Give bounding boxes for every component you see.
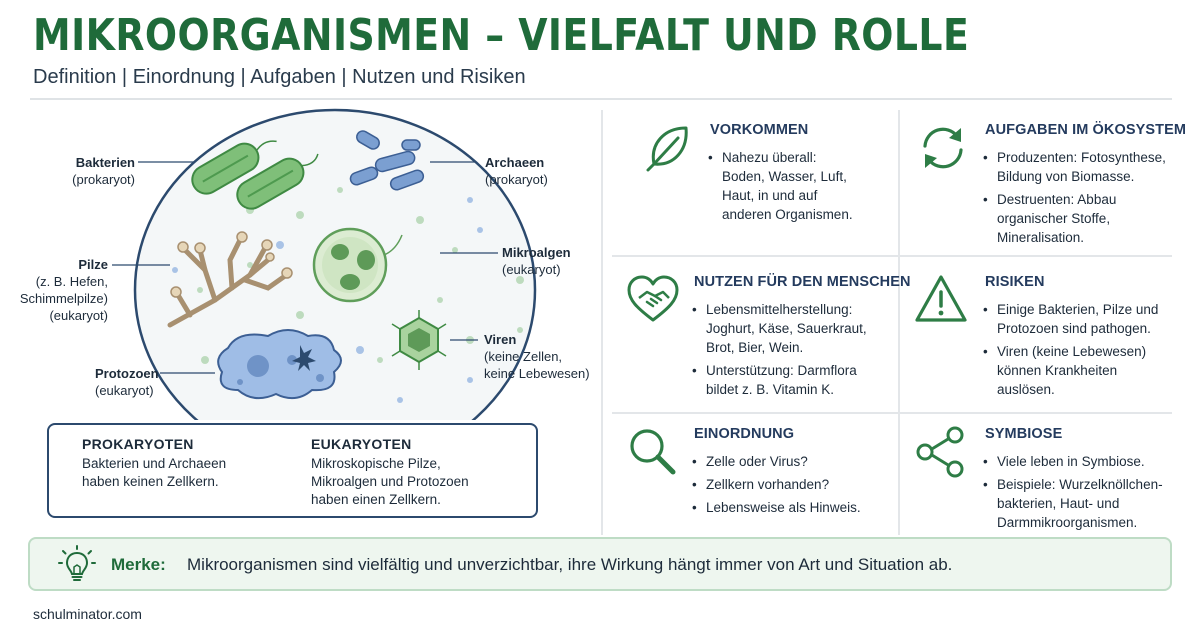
label-pilze: Pilze (z. B. Hefen, Schimmelpilze) (euka… — [0, 256, 108, 324]
lightbulb-icon — [58, 545, 96, 581]
label-protozoen: Protozoen (eukaryot) — [95, 365, 175, 399]
risiken-item: Viren (keine Lebewesen) können Krankheit… — [983, 342, 1163, 399]
card-vorkommen: VORKOMMEN Nahezu überall: Boden, Wasser,… — [640, 120, 895, 250]
aufgaben-list: Produzenten: Fotosynthese, Bildung von B… — [983, 148, 1168, 251]
risiken-list: Einige Bakterien, Pilze und Protozoen si… — [983, 300, 1163, 403]
label-viren-line2: keine Lebewesen) — [484, 366, 590, 381]
label-archaeen-name: Archaeen — [485, 155, 545, 170]
prokaryoten-column: PROKARYOTEN Bakterien und Archaeen haben… — [82, 436, 302, 491]
eukaryoten-line3: haben einen Zellkern. — [311, 492, 441, 507]
aufgaben-item: Destruenten: Abbau organischer Stoffe, M… — [983, 190, 1168, 247]
einordnung-item: Lebensweise als Hinweis. — [692, 498, 892, 517]
label-bakterien-type: (prokaryot) — [72, 172, 135, 187]
magnifier-icon — [630, 429, 676, 475]
cycle-arrows-icon — [923, 127, 963, 169]
label-bakterien: Bakterien (prokaryot) — [40, 154, 135, 188]
symbiose-item: Beispiele: Wurzelknöllchen-bakterien, Ha… — [983, 475, 1168, 532]
microalgae-drawing — [312, 227, 403, 303]
nutzen-title: NUTZEN FÜR DEN MENSCHEN — [694, 274, 911, 290]
column-divider — [601, 110, 603, 535]
label-pilze-line1: (z. B. Hefen, — [35, 274, 108, 289]
warning-triangle-icon — [915, 275, 967, 322]
leaf-icon — [646, 126, 688, 172]
eukaryoten-line1: Mikroskopische Pilze, — [311, 456, 441, 471]
nutzen-item: Unterstützung: Darmflora bildet z. B. Vi… — [692, 361, 892, 399]
symbiose-title: SYMBIOSE — [985, 426, 1063, 442]
label-viren-name: Viren — [484, 332, 517, 347]
fungi-drawing — [167, 237, 288, 328]
einordnung-list: Zelle oder Virus? Zellkern vorhanden? Le… — [692, 452, 892, 521]
label-pilze-type: (eukaryot) — [49, 308, 108, 323]
footer-site: schulminator.com — [33, 606, 142, 622]
label-protozoen-name: Protozoen — [95, 366, 159, 381]
merke-banner: Merke: Mikroorganismen sind vielfältig u… — [28, 537, 1172, 591]
card-risiken: RISIKEN Einige Bakterien, Pilze und Prot… — [913, 272, 1173, 407]
einordnung-title: EINORDNUNG — [694, 426, 795, 442]
card-aufgaben: AUFGABEN IM ÖKOSYSTEM Produzenten: Fotos… — [915, 120, 1186, 251]
vorkommen-item: Nahezu überall: Boden, Wasser, Luft, Hau… — [708, 148, 858, 224]
einordnung-item: Zelle oder Virus? — [692, 452, 892, 471]
protozoa-drawing — [217, 329, 342, 400]
nutzen-list: Lebensmittelherstellung: Joghurt, Käse, … — [692, 300, 892, 403]
prokaryoten-line1: Bakterien und Archaeen — [82, 456, 227, 471]
label-viren: Viren (keine Zellen, keine Lebewesen) — [484, 331, 596, 382]
eukaryoten-title: EUKARYOTEN — [311, 436, 412, 452]
page-title: MIKROORGANISMEN – VIELFALT UND ROLLE — [33, 10, 970, 61]
card-symbiose: SYMBIOSE Viele leben in Symbiose. Beispi… — [913, 424, 1173, 530]
row-divider-1 — [612, 255, 1172, 257]
label-mikroalgen-name: Mikroalgen — [502, 245, 571, 260]
bacteria-drawing — [191, 140, 319, 210]
microorganism-diagram: Bakterien (prokaryot) Archaeen (prokaryo… — [0, 100, 600, 420]
card-einordnung: EINORDNUNG Zelle oder Virus? Zellkern vo… — [625, 424, 895, 524]
risiken-title: RISIKEN — [985, 274, 1045, 290]
eukaryoten-line2: Mikroalgen und Protozoen — [311, 474, 469, 489]
label-pilze-name: Pilze — [78, 257, 108, 272]
header-divider — [30, 98, 1172, 100]
einordnung-item: Zellkern vorhanden? — [692, 475, 892, 494]
label-bakterien-name: Bakterien — [75, 155, 135, 170]
merke-text: Mikroorganismen sind vielfältig und unve… — [187, 555, 953, 574]
label-archaeen: Archaeen (prokaryot) — [485, 154, 595, 188]
heart-handshake-icon — [627, 275, 679, 322]
label-pilze-line2: Schimmelpilze) — [19, 291, 108, 306]
column-divider-2 — [898, 110, 900, 535]
archaea-drawing — [349, 130, 425, 191]
cell-type-comparison-box: PROKARYOTEN Bakterien und Archaeen haben… — [47, 423, 538, 518]
row-divider-2 — [612, 412, 1172, 414]
aufgaben-title: AUFGABEN IM ÖKOSYSTEM — [985, 122, 1187, 138]
share-network-icon — [916, 426, 964, 478]
aufgaben-item: Produzenten: Fotosynthese, Bildung von B… — [983, 148, 1168, 186]
prokaryoten-line2: haben keinen Zellkern. — [82, 474, 219, 489]
label-archaeen-type: (prokaryot) — [485, 172, 548, 187]
vorkommen-list: Nahezu überall: Boden, Wasser, Luft, Hau… — [708, 148, 858, 228]
risiken-item: Einige Bakterien, Pilze und Protozoen si… — [983, 300, 1163, 338]
vorkommen-title: VORKOMMEN — [710, 122, 809, 138]
page-subtitle: Definition | Einordnung | Aufgaben | Nut… — [33, 66, 526, 88]
label-mikroalgen-type: (eukaryot) — [502, 262, 561, 277]
virus-drawing — [391, 310, 447, 370]
symbiose-item: Viele leben in Symbiose. — [983, 452, 1168, 471]
microorganism-illustration — [112, 108, 537, 420]
label-protozoen-type: (eukaryot) — [95, 383, 154, 398]
label-mikroalgen: Mikroalgen (eukaryot) — [502, 244, 597, 278]
merke-label: Merke: — [111, 555, 166, 574]
prokaryoten-title: PROKARYOTEN — [82, 436, 194, 452]
card-nutzen: NUTZEN FÜR DEN MENSCHEN Lebensmittelhers… — [625, 272, 910, 407]
symbiose-list: Viele leben in Symbiose. Beispiele: Wurz… — [983, 452, 1168, 532]
eukaryoten-column: EUKARYOTEN Mikroskopische Pilze, Mikroal… — [311, 436, 536, 509]
label-viren-line1: (keine Zellen, — [484, 349, 563, 364]
nutzen-item: Lebensmittelherstellung: Joghurt, Käse, … — [692, 300, 892, 357]
